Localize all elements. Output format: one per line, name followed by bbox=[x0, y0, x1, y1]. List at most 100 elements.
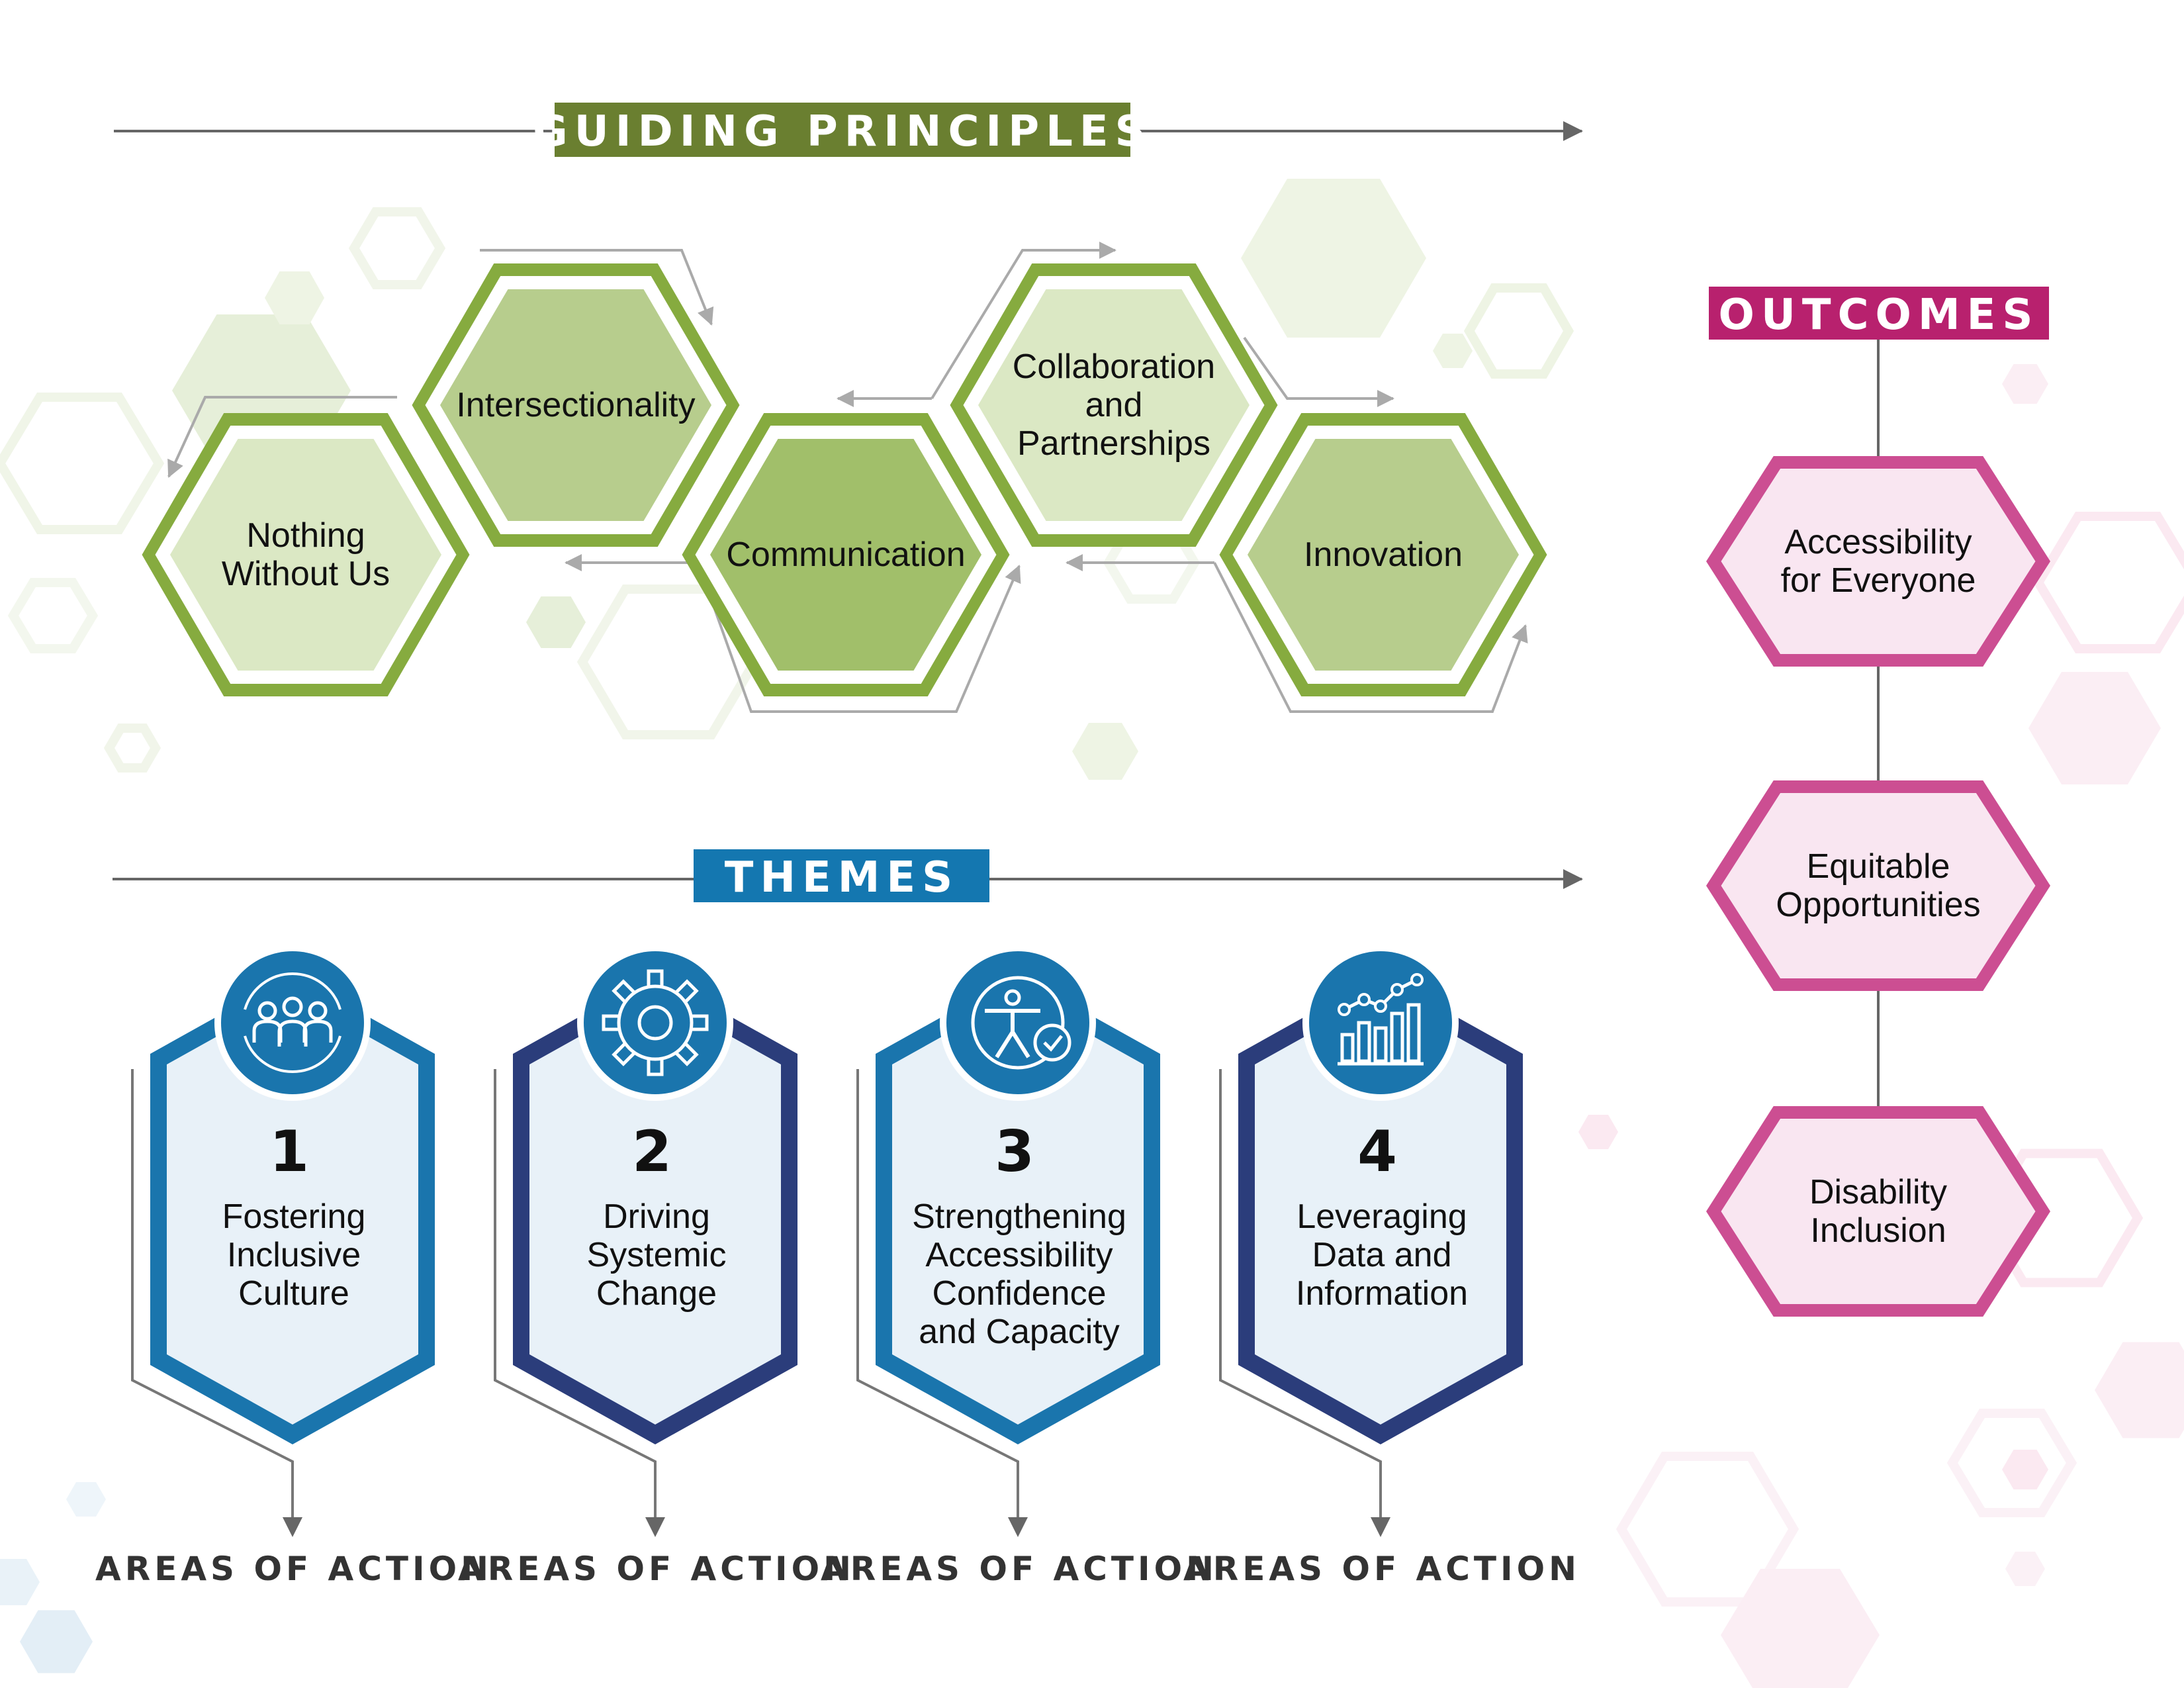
principle-label: Communication bbox=[726, 536, 965, 574]
theme-label: Driving bbox=[603, 1197, 710, 1236]
theme-number: 2 bbox=[632, 1119, 672, 1185]
principle-hexagon-fill bbox=[440, 289, 711, 521]
principle-label: Without Us bbox=[222, 555, 390, 593]
themes-banner bbox=[694, 849, 989, 902]
outcome-hexagon-fill bbox=[1721, 469, 2036, 654]
theme-label: and Capacity bbox=[919, 1313, 1120, 1351]
theme-number: 1 bbox=[269, 1119, 309, 1185]
areas-of-action-label: AREAS OF ACTION bbox=[821, 1550, 1218, 1588]
outcome-label: Inclusion bbox=[1810, 1211, 1946, 1250]
background-hexagon bbox=[66, 1482, 106, 1517]
theme-label: Confidence bbox=[932, 1274, 1106, 1313]
background-hexagon bbox=[1433, 334, 1473, 368]
theme-label: Fostering bbox=[222, 1197, 366, 1236]
background-hexagon bbox=[2028, 672, 2161, 784]
outcomes-title: OUTCOMES bbox=[1719, 291, 2040, 340]
people-cycle-icon bbox=[244, 972, 341, 1073]
theme-icon-circle bbox=[946, 951, 1089, 1094]
background-hexagon bbox=[526, 596, 586, 648]
background-hexagon bbox=[2095, 1342, 2184, 1438]
outcome-label: Disability bbox=[1809, 1173, 1947, 1211]
theme-label: Leveraging bbox=[1297, 1197, 1467, 1236]
flow-path bbox=[1213, 562, 1528, 713]
accessibility-check-icon bbox=[971, 976, 1071, 1070]
principles-banner bbox=[555, 103, 1130, 157]
theme-number: 4 bbox=[1357, 1119, 1397, 1185]
areas-of-action-label: AREAS OF ACTION bbox=[1183, 1550, 1580, 1588]
principle-label: Nothing bbox=[246, 516, 365, 555]
background-hexagon-pattern bbox=[0, 179, 2184, 1688]
theme-label: Strengthening bbox=[912, 1197, 1126, 1236]
theme-flow-arrow bbox=[494, 1069, 665, 1537]
principle-hexagon-fill bbox=[710, 439, 981, 671]
gear-icon bbox=[602, 969, 709, 1076]
principle-hexagon-fill bbox=[1248, 439, 1519, 671]
background-hexagon bbox=[0, 1559, 40, 1605]
background-hexagon bbox=[1721, 1569, 1880, 1688]
outcomes-banner bbox=[1709, 287, 2049, 340]
background-hexagon bbox=[0, 393, 165, 534]
outcome-label: Accessibility bbox=[1784, 523, 1972, 561]
outcome-label: Opportunities bbox=[1776, 886, 1980, 924]
principle-label: and bbox=[1085, 386, 1143, 424]
theme-label: Accessibility bbox=[925, 1236, 1113, 1274]
theme-card-fill bbox=[1255, 994, 1506, 1425]
outcome-label: for Everyone bbox=[1781, 561, 1976, 600]
background-hexagon bbox=[1072, 723, 1138, 780]
principle-hexagon: Intersectionality bbox=[412, 263, 740, 547]
background-hexagon bbox=[103, 724, 161, 773]
background-hexagon bbox=[2002, 1450, 2048, 1489]
principles-flow-paths bbox=[167, 242, 1528, 713]
areas-of-action-label: AREAS OF ACTION bbox=[95, 1550, 492, 1588]
principle-label: Innovation bbox=[1304, 536, 1463, 574]
themes-title: THEMES bbox=[725, 853, 959, 902]
background-hexagon bbox=[1979, 1149, 2144, 1288]
flow-path bbox=[931, 242, 1116, 400]
theme-card: 3StrengtheningAccessibilityConfidenceand… bbox=[821, 945, 1218, 1588]
background-hexagon bbox=[265, 271, 324, 324]
background-hexagon bbox=[1463, 283, 1574, 379]
outcome-hexagon-fill bbox=[1721, 793, 2036, 978]
principle-hexagon: Communication bbox=[682, 413, 1010, 696]
theme-label: Data and bbox=[1312, 1236, 1451, 1274]
theme-icon-circle bbox=[1309, 951, 1452, 1094]
theme-flow-arrow bbox=[856, 1069, 1028, 1537]
flow-path bbox=[697, 562, 1021, 713]
background-hexagon bbox=[2005, 1552, 2045, 1586]
principle-hexagon-fill bbox=[170, 439, 441, 671]
background-hexagon bbox=[1578, 1115, 1618, 1149]
flow-path bbox=[1243, 336, 1394, 407]
theme-card-fill bbox=[892, 994, 1144, 1425]
theme-flow-arrow bbox=[131, 1069, 302, 1537]
theme-label: Change bbox=[596, 1274, 717, 1313]
background-hexagon bbox=[20, 1610, 93, 1673]
theme-label: Information bbox=[1296, 1274, 1468, 1313]
bar-chart-icon bbox=[1338, 973, 1424, 1066]
background-hexagon bbox=[2002, 364, 2048, 404]
principle-hexagon: Innovation bbox=[1219, 413, 1547, 696]
theme-flow-arrow bbox=[1219, 1069, 1390, 1537]
theme-number: 3 bbox=[995, 1119, 1034, 1185]
principle-label: Collaboration bbox=[1013, 348, 1215, 386]
areas-of-action-label: AREAS OF ACTION bbox=[458, 1550, 855, 1588]
theme-label: Systemic bbox=[587, 1236, 727, 1274]
principles-title: GUIDING PRINCIPLES bbox=[533, 107, 1152, 156]
flow-path bbox=[480, 249, 714, 326]
principle-label: Partnerships bbox=[1017, 424, 1210, 463]
theme-card-fill bbox=[529, 994, 781, 1425]
outcome-hexagon-fill bbox=[1721, 1119, 2036, 1304]
flow-path bbox=[167, 396, 397, 478]
